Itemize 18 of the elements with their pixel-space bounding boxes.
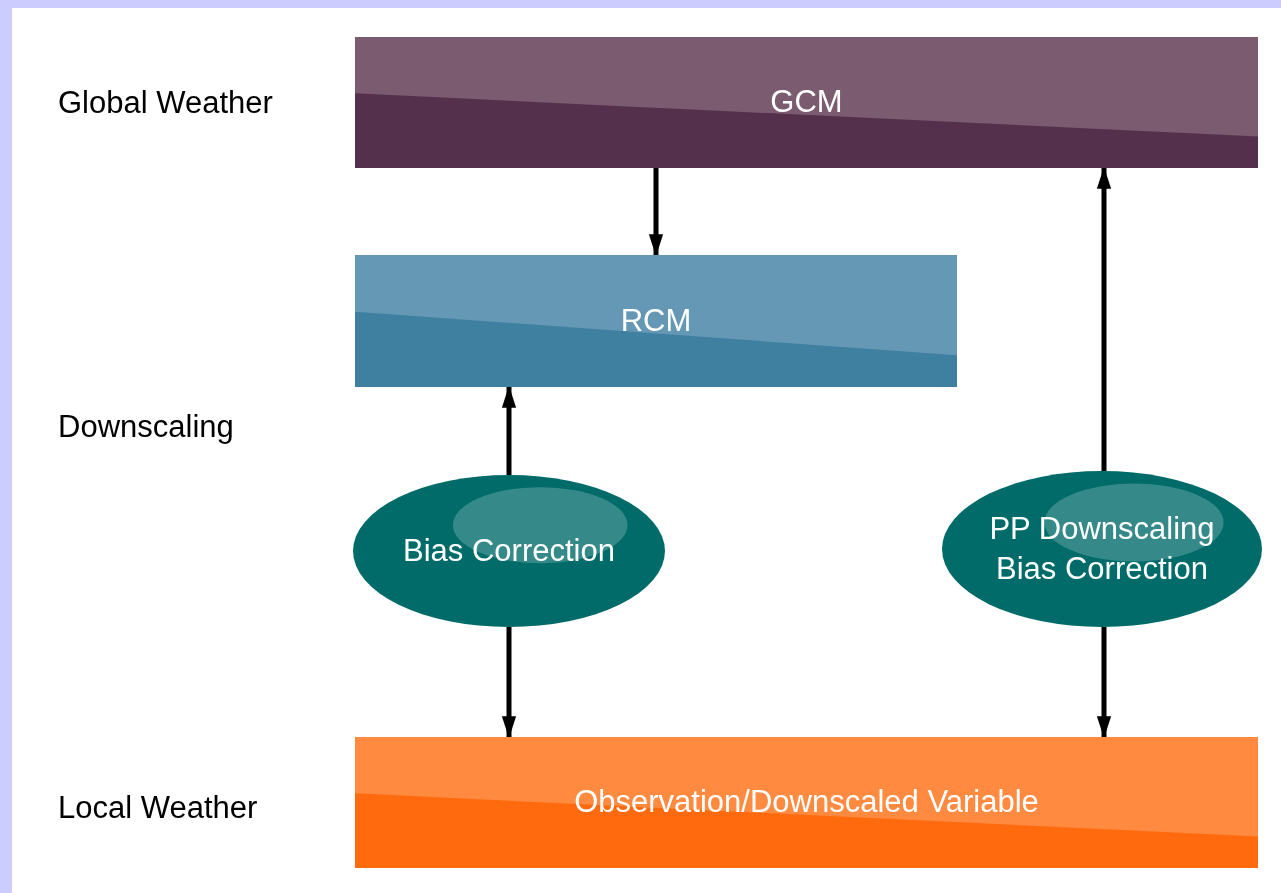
- node-label: PP Downscaling Bias Correction: [988, 509, 1216, 588]
- arrow: [648, 168, 664, 257]
- node-label: Observation/Downscaled Variable: [574, 783, 1039, 822]
- arrow: [1096, 627, 1112, 739]
- model-bar: [355, 255, 957, 387]
- arrow: [501, 627, 517, 739]
- level-label: Downscaling: [58, 408, 234, 446]
- process-ellipse: [353, 475, 665, 627]
- level-label: Global Weather: [58, 84, 273, 122]
- process-ellipse: [942, 471, 1262, 627]
- node-label: RCM: [620, 301, 692, 340]
- arrow: [1096, 166, 1112, 471]
- level-label: Local Weather: [58, 789, 258, 827]
- node-label: GCM: [770, 83, 843, 122]
- node-label: Bias Correction: [403, 531, 615, 570]
- model-bar: [355, 37, 1258, 168]
- arrow: [501, 385, 517, 475]
- model-bar: [355, 737, 1258, 868]
